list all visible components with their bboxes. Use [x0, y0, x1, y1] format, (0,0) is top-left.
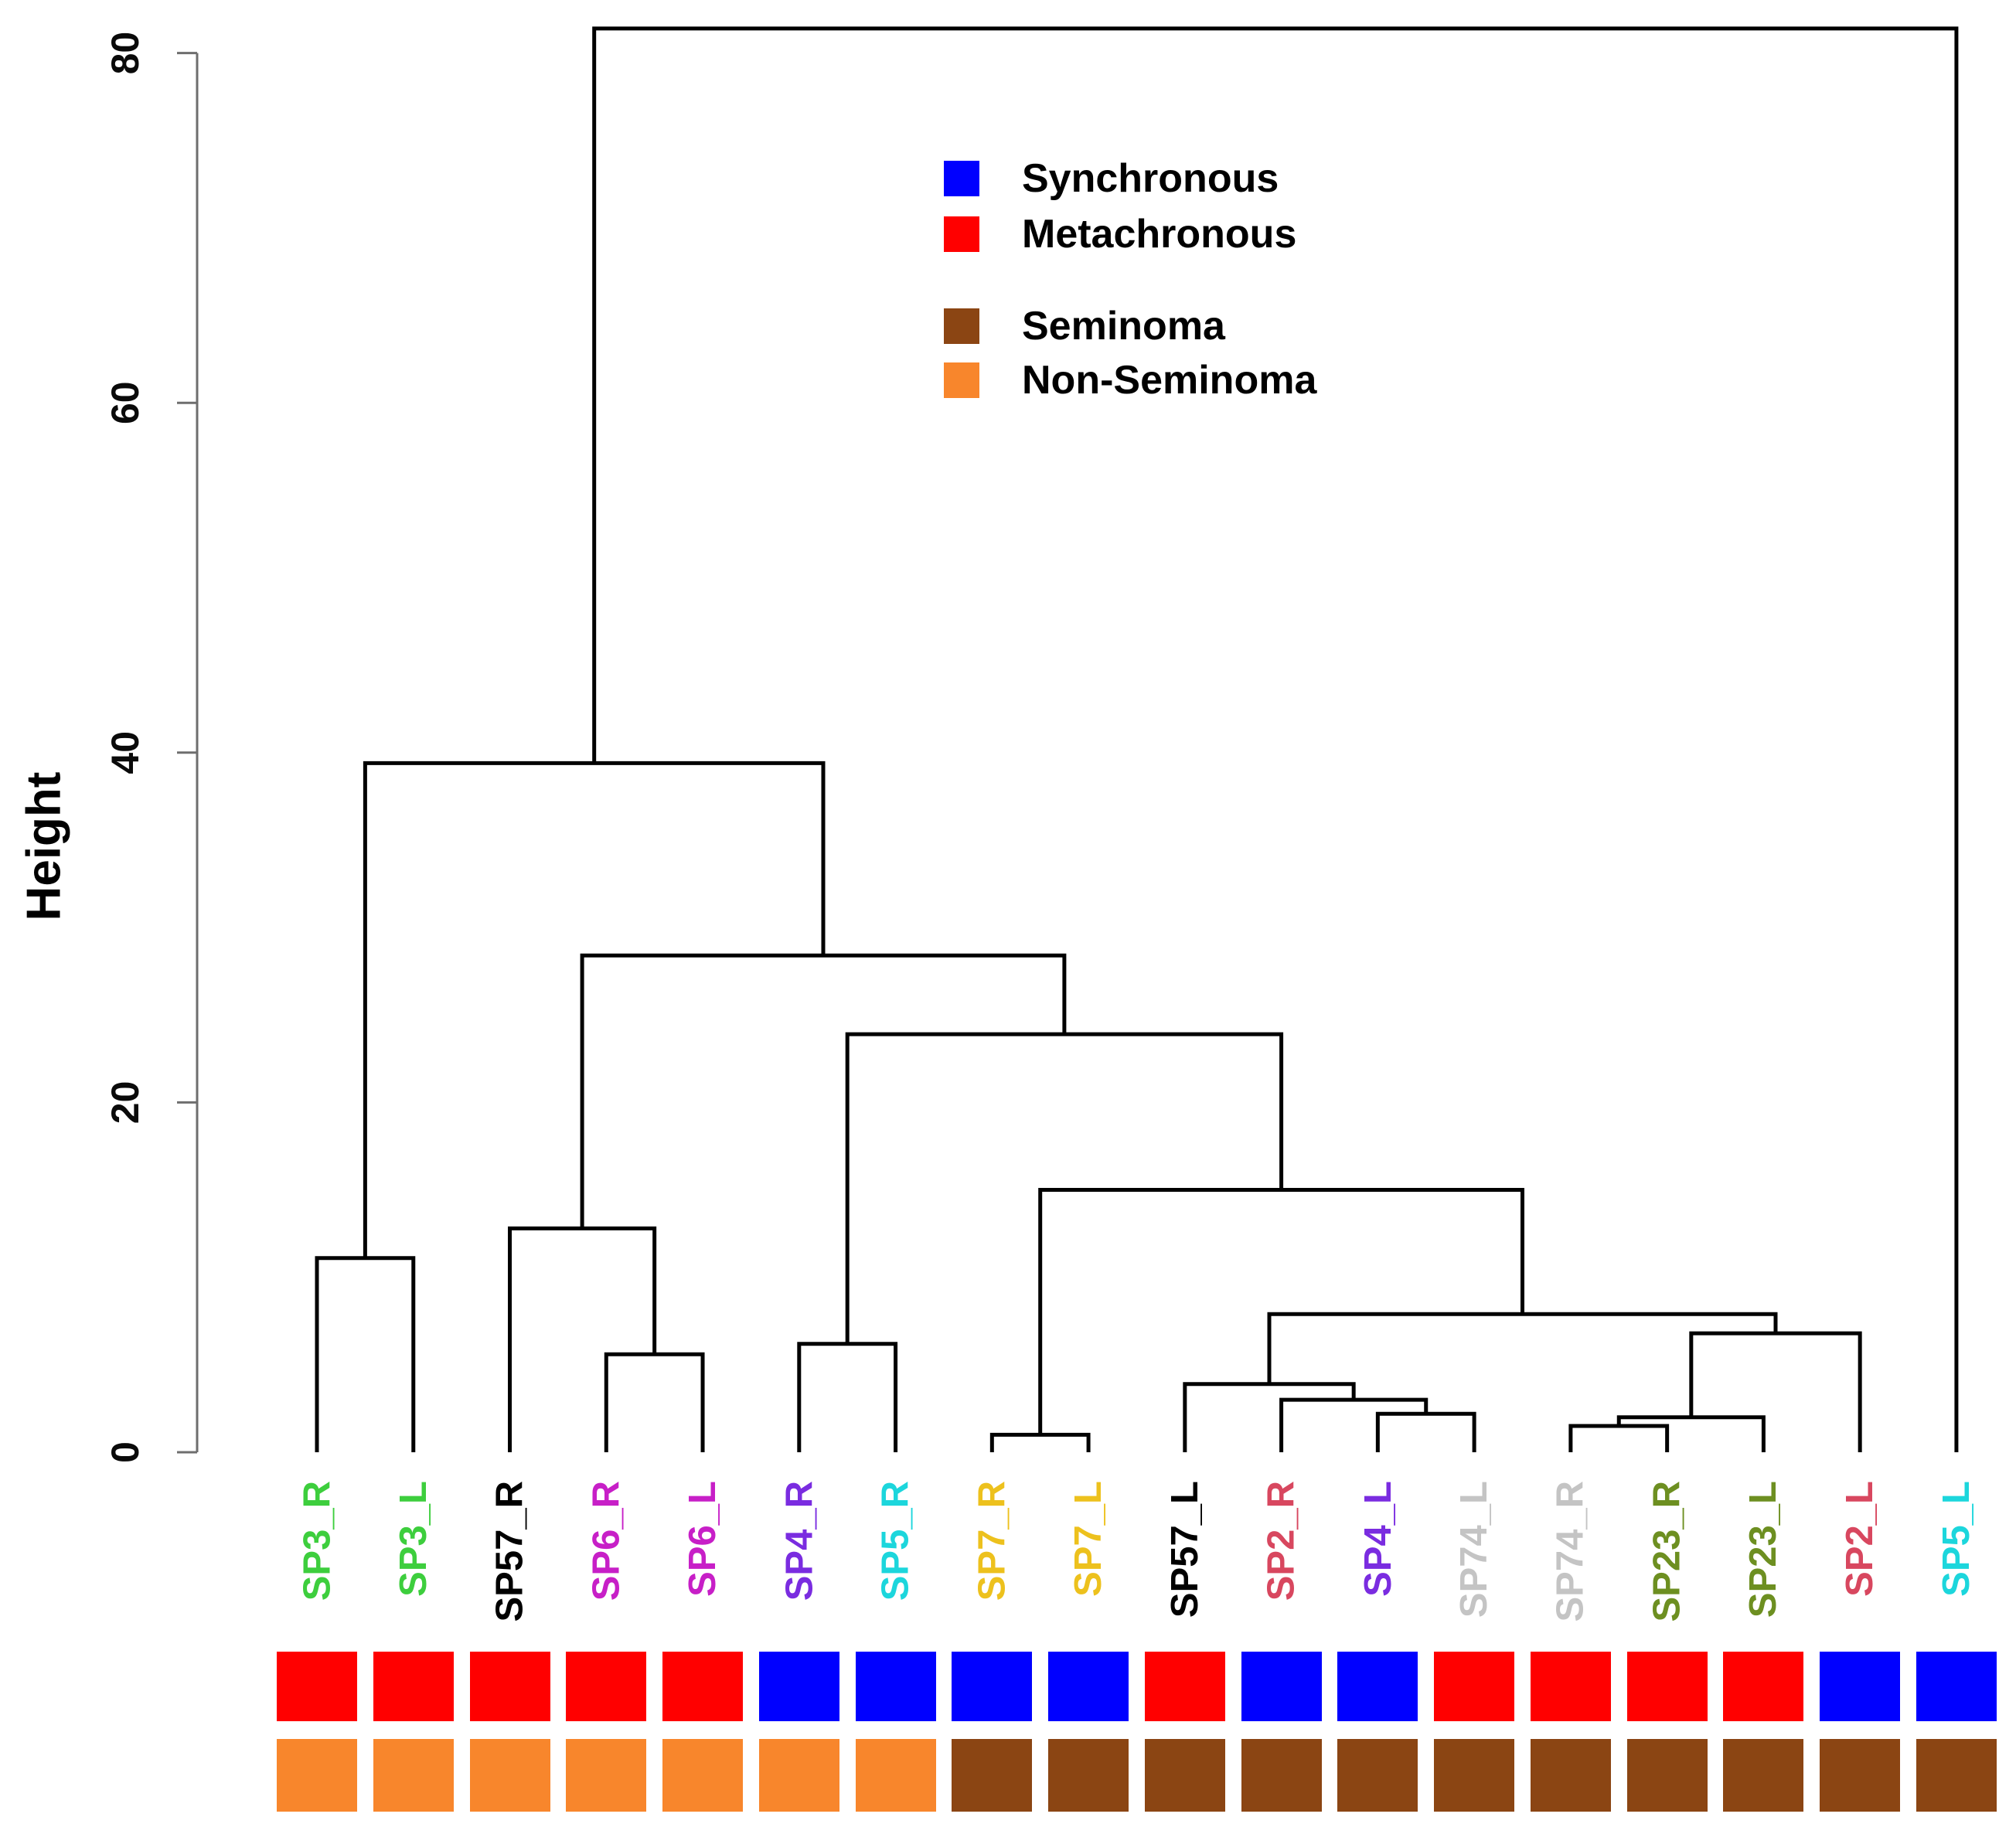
legend-label: Synchronous — [1022, 156, 1279, 201]
event-square — [373, 1652, 454, 1721]
legend-label: Non-Seminoma — [1022, 358, 1317, 403]
histology-square — [277, 1739, 357, 1812]
dendrogram-branch — [315, 1256, 416, 1452]
legend-item-seminoma: Seminoma — [944, 306, 1225, 346]
y-axis-tick-label: 0 — [104, 1441, 147, 1463]
event-square — [952, 1652, 1033, 1721]
histology-square — [566, 1739, 647, 1812]
leaf-label: SP2_R — [1260, 1481, 1303, 1601]
dendrogram-branch — [604, 1352, 705, 1452]
leaf-label: SP5_R — [874, 1481, 917, 1601]
event-square — [1048, 1652, 1129, 1721]
histology-square — [1144, 1739, 1225, 1812]
y-axis-title: Height — [17, 771, 71, 921]
legend-label: Metachronous — [1022, 212, 1297, 257]
leaf-label: SP7_L — [1068, 1481, 1110, 1597]
histology-square — [1434, 1739, 1515, 1812]
leaf-label: SP3_R — [296, 1481, 338, 1601]
leaf-label: SP57_L — [1163, 1481, 1206, 1618]
legend-item-synchronous: Synchronous — [944, 158, 1279, 199]
histology-square — [1916, 1739, 1997, 1812]
leaf-label: SP7_R — [971, 1481, 1013, 1601]
histology-square — [469, 1739, 550, 1812]
event-square — [1530, 1652, 1611, 1721]
event-square — [1626, 1652, 1708, 1721]
event-square — [469, 1652, 550, 1721]
histology-square — [1723, 1739, 1804, 1812]
event-square — [662, 1652, 744, 1721]
leaf-label: SP74_R — [1549, 1481, 1592, 1622]
legend-swatch-non-seminoma — [944, 362, 979, 398]
leaf-label: SP2_L — [1839, 1481, 1881, 1597]
leaf-label: SP23_L — [1742, 1481, 1785, 1618]
histology-square — [758, 1739, 839, 1812]
dendrogram-branch — [989, 1432, 1091, 1452]
event-square — [758, 1652, 839, 1721]
leaf-label: SP6_L — [682, 1481, 724, 1597]
dendrogram-branch — [580, 953, 1067, 1229]
leaf-label: SP3_L — [392, 1481, 434, 1597]
histology-square — [662, 1739, 744, 1812]
dendrogram-branch — [592, 26, 1959, 1452]
y-axis-tick-label: 80 — [104, 32, 147, 75]
event-square — [566, 1652, 647, 1721]
legend-item-metachronous: Metachronous — [944, 214, 1296, 254]
dendrogram-branch — [1616, 1415, 1766, 1452]
histology-square — [1241, 1739, 1322, 1812]
histology-square — [1337, 1739, 1418, 1812]
event-square — [1916, 1652, 1997, 1721]
leaf-label: SP74_L — [1453, 1481, 1496, 1618]
histology-square — [1048, 1739, 1129, 1812]
dendrogram-branch — [1279, 1397, 1429, 1452]
event-square — [855, 1652, 936, 1721]
legend-swatch-metachronous — [944, 216, 979, 252]
y-axis-tick-label: 40 — [104, 731, 147, 774]
legend-item-non-seminoma: Non-Seminoma — [944, 360, 1316, 400]
y-axis-tick-label: 60 — [104, 381, 147, 424]
event-square — [1434, 1652, 1515, 1721]
histology-square — [1626, 1739, 1708, 1812]
dendrogram-branch — [1568, 1424, 1670, 1452]
dendrogram-branch — [508, 1226, 657, 1452]
leaf-label: SP6_R — [585, 1481, 628, 1601]
dendrogram-branch — [1375, 1411, 1476, 1452]
legend-label: Seminoma — [1022, 304, 1225, 349]
leaf-label: SP23_R — [1646, 1481, 1688, 1622]
event-square — [1144, 1652, 1225, 1721]
y-axis-tick-label: 20 — [104, 1081, 147, 1125]
histology-square — [855, 1739, 936, 1812]
legend-swatch-synchronous — [944, 161, 979, 196]
leaf-label: SP57_R — [489, 1481, 531, 1622]
histology-square — [952, 1739, 1033, 1812]
event-square — [1337, 1652, 1418, 1721]
dendrogram-branch — [363, 761, 826, 1258]
event-square — [1820, 1652, 1901, 1721]
dendrogram-branch — [797, 1342, 898, 1452]
histology-square — [1530, 1739, 1611, 1812]
leaf-label: SP5_L — [1935, 1481, 1977, 1597]
histology-square — [1820, 1739, 1901, 1812]
event-square — [1723, 1652, 1804, 1721]
dendrogram-branch — [1183, 1382, 1356, 1452]
event-square — [277, 1652, 357, 1721]
leaf-label: SP4_R — [778, 1481, 820, 1601]
leaf-label: SP4_L — [1357, 1481, 1399, 1597]
dendrogram-branch — [1267, 1312, 1778, 1384]
dendrogram-branch — [1689, 1331, 1862, 1452]
legend-swatch-seminoma — [944, 308, 979, 344]
histology-square — [373, 1739, 454, 1812]
event-square — [1241, 1652, 1322, 1721]
